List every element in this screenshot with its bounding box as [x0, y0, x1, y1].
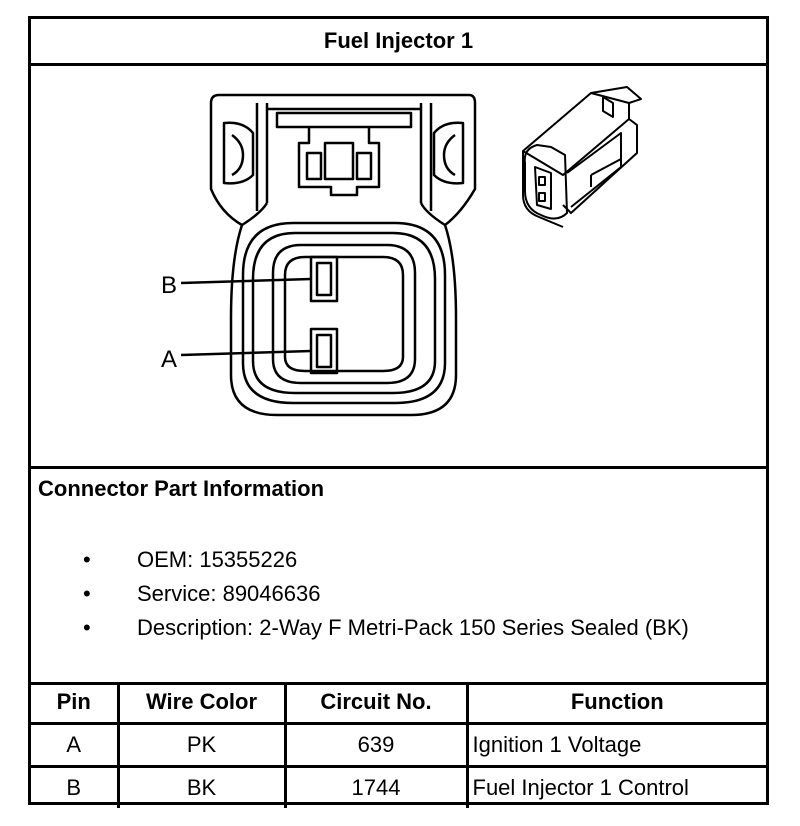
housing-outline — [209, 93, 477, 417]
service-number: Service: 89046636 — [137, 581, 321, 606]
connector-face-drawing: B A — [161, 86, 642, 417]
part-info-item-service: • Service: 89046636 — [31, 577, 766, 611]
pin-a-label: A — [161, 346, 177, 373]
header-circuit-no: Circuit No. — [283, 682, 469, 725]
pin-b-label: B — [161, 272, 177, 299]
latch-tab — [297, 127, 381, 197]
connector-diagram: B A — [31, 63, 766, 469]
header-function: Function — [465, 682, 766, 725]
wire-color-cell: BK — [116, 765, 287, 808]
latch-frame — [265, 103, 423, 203]
pin-a-leader — [180, 349, 312, 357]
connector-3d-view — [522, 86, 642, 228]
table-row: A PK 639 Ignition 1 Voltage — [31, 722, 766, 768]
pin-cell: B — [31, 765, 120, 808]
connector-part-information: Connector Part Information • OEM: 153552… — [31, 469, 766, 685]
table-row: B BK 1744 Fuel Injector 1 Control — [31, 765, 766, 808]
header-pin: Pin — [31, 682, 120, 725]
bullet-icon: • — [83, 547, 91, 572]
part-info-item-description: • Description: 2-Way F Metri-Pack 150 Se… — [31, 611, 766, 645]
circuit-no-cell: 1744 — [283, 765, 469, 808]
pin-table: Pin Wire Color Circuit No. Function A PK… — [31, 682, 766, 808]
connector-frame: Fuel Injector 1 — [28, 16, 769, 808]
bullet-icon: • — [83, 615, 91, 640]
part-info-item-oem: • OEM: 15355226 — [31, 543, 766, 577]
right-ear — [432, 121, 465, 185]
oem-number: OEM: 15355226 — [137, 547, 298, 572]
connector-title: Fuel Injector 1 — [31, 19, 766, 66]
pin-table-header: Pin Wire Color Circuit No. Function — [31, 682, 766, 725]
function-cell: Fuel Injector 1 Control — [465, 765, 766, 808]
left-ear — [222, 121, 255, 185]
seal-ring-outer — [241, 221, 447, 405]
part-info-heading: Connector Part Information — [38, 476, 325, 501]
part-info-list: • OEM: 15355226 • Service: 89046636 • De… — [31, 543, 766, 645]
header-wire-color: Wire Color — [116, 682, 287, 725]
bullet-icon: • — [83, 581, 91, 606]
connector-description: Description: 2-Way F Metri-Pack 150 Seri… — [137, 615, 689, 640]
wire-color-cell: PK — [116, 722, 287, 768]
circuit-no-cell: 639 — [283, 722, 469, 768]
function-cell: Ignition 1 Voltage — [465, 722, 766, 768]
pin-cell: A — [31, 722, 120, 768]
pin-b-leader — [180, 277, 312, 285]
pin-cavity — [271, 243, 417, 385]
